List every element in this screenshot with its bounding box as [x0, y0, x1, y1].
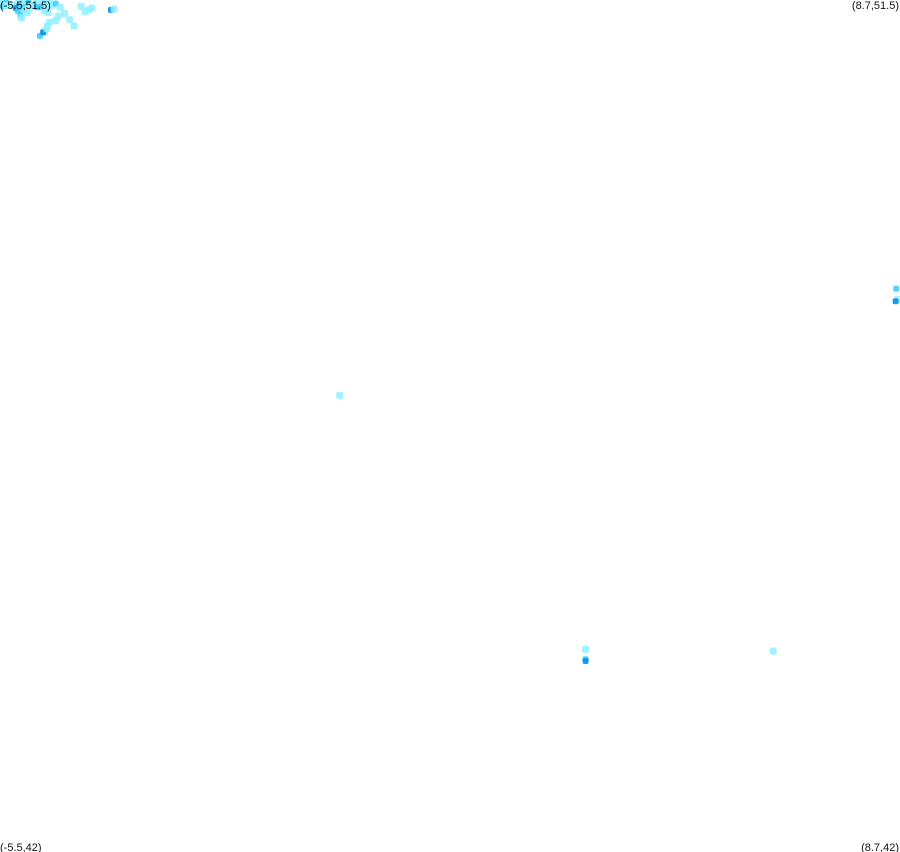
corner-label-bottom-right: (8.7,42): [861, 842, 899, 852]
map-point: [66, 16, 74, 24]
map-point: [61, 10, 69, 17]
map-point: [769, 647, 777, 655]
map-point: [52, 17, 60, 25]
map-point: [56, 3, 64, 11]
map-point: [44, 9, 52, 17]
map-point: [893, 285, 900, 292]
map-point: [110, 5, 118, 13]
map-point: [88, 4, 96, 12]
map-point: [43, 25, 51, 33]
corner-label-top-right: (8.7,51.5): [851, 0, 899, 12]
map-point: [23, 9, 31, 17]
corner-label-bottom-left: (-5.5,42): [0, 842, 42, 852]
map-point: [70, 22, 78, 30]
map-point: [77, 2, 85, 10]
map-point: [582, 645, 590, 653]
map-point: [892, 298, 899, 305]
map-point: [2, 1, 10, 9]
corner-label-top-left: (-5.5,51.5): [0, 0, 51, 12]
map-point: [336, 392, 344, 399]
map-point: [18, 14, 25, 22]
map-point: [582, 658, 589, 664]
